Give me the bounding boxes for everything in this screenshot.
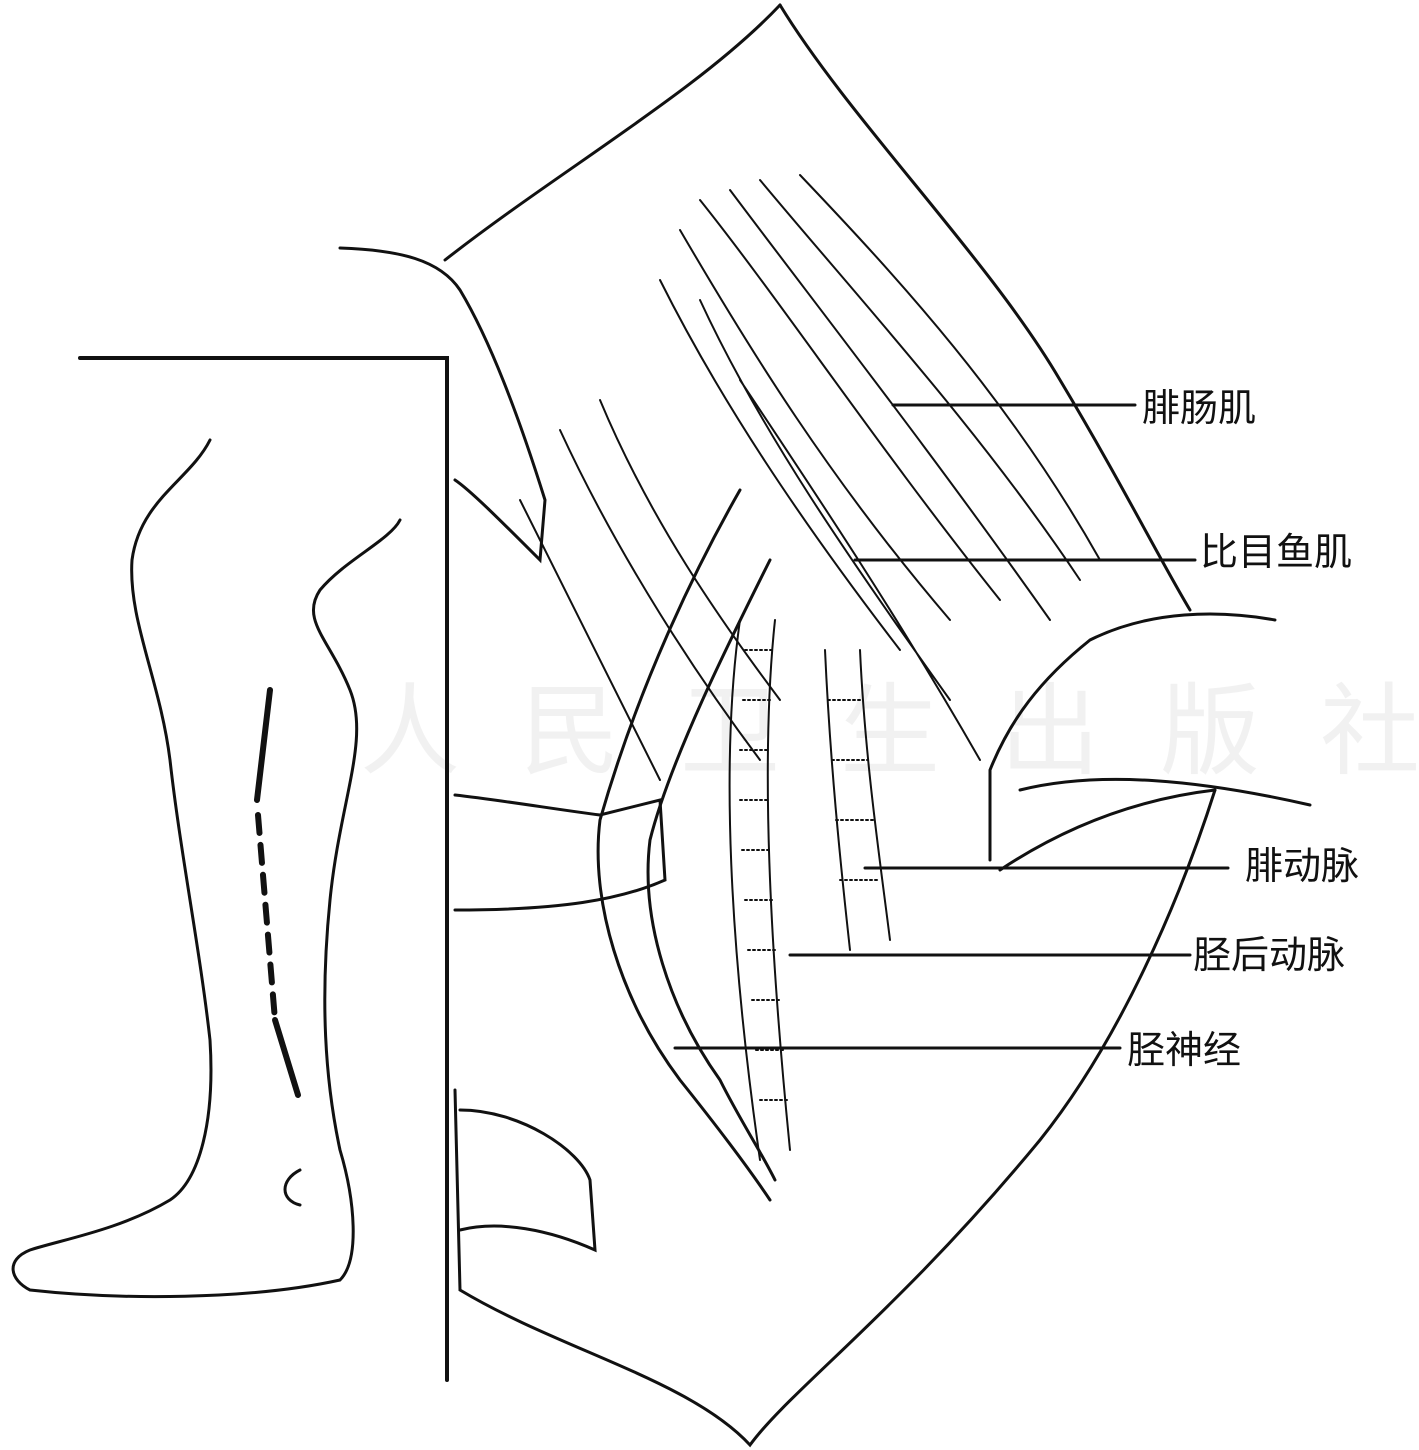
leader-lines (673, 403, 1230, 1050)
left-retractor-flap (338, 246, 547, 564)
gastrocnemius-muscle (659, 174, 1101, 651)
posterior-tibial-artery (728, 619, 791, 1161)
label-gastrocnemius: 腓肠肌 (1142, 386, 1257, 430)
label-tibial-nerve: 胫神经 (1127, 1028, 1242, 1072)
inset-frame (78, 356, 449, 1382)
soleus-muscle (519, 299, 981, 781)
wound-edge (778, 3, 1192, 612)
peroneal-artery (824, 649, 891, 951)
right-retractor-flap (988, 612, 1312, 872)
label-posterior-tibial-artery: 胫后动脉 (1193, 933, 1346, 977)
incision-line (254, 687, 273, 803)
leg-outline (11, 438, 402, 1299)
watermark: 人民卫生出版社 (360, 673, 1419, 790)
label-peroneal-artery: 腓动脉 (1245, 844, 1360, 888)
tibial-nerve (596, 488, 777, 1202)
label-soleus: 比目鱼肌 (1200, 530, 1353, 574)
